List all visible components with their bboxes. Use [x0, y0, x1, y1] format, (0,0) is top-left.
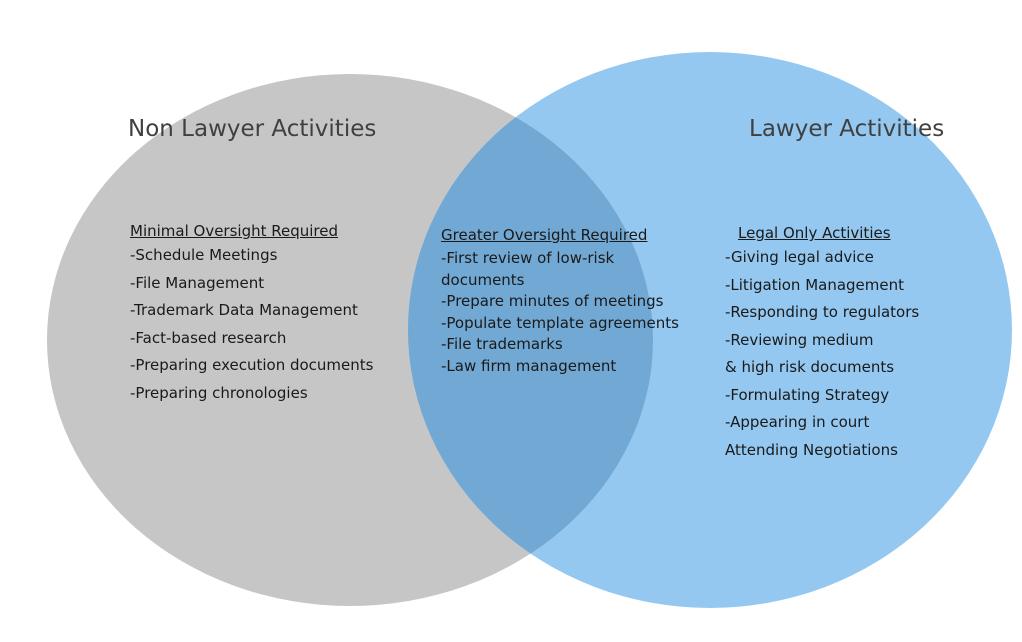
list-item: -Reviewing medium: [725, 330, 874, 349]
list-item: -Giving legal advice: [725, 248, 874, 266]
list-item: -Prepare minutes of meetings: [441, 292, 664, 310]
list-item: -Preparing chronologies: [130, 383, 308, 402]
legal-only-heading: Legal Only Activities: [738, 224, 891, 242]
lawyer-title: Lawyer Activities: [749, 116, 945, 142]
non-lawyer-activity-list: -Schedule Meetings -File Management -Tra…: [130, 247, 390, 412]
greater-oversight-heading: Greater Oversight Required: [441, 226, 648, 244]
list-item: -Law firm management: [441, 356, 617, 375]
list-item: -Trademark Data Management: [130, 301, 358, 319]
shared-activity-list: -First review of low-risk documents -Pre…: [441, 248, 691, 377]
minimal-oversight-heading: Minimal Oversight Required: [130, 222, 339, 240]
overlap-region: [408, 74, 653, 606]
list-item: -Appearing in court: [725, 413, 870, 431]
list-item: -Fact-based research: [130, 328, 287, 347]
shared-activities-group: Greater Oversight Required -First review…: [441, 226, 691, 377]
list-item: -Litigation Management: [725, 275, 905, 294]
list-item: -First review of low-risk documents: [441, 249, 615, 289]
list-item: -Preparing execution documents: [130, 356, 374, 374]
lawyer-activities-group: Legal Only Activities -Giving legal advi…: [725, 224, 985, 469]
non-lawyer-activities-group: Minimal Oversight Required -Schedule Mee…: [130, 222, 390, 412]
lawyer-activity-list: -Giving legal advice -Litigation Managem…: [725, 249, 985, 469]
list-item: & high risk documents: [725, 358, 895, 376]
list-item: -File Management: [130, 273, 265, 292]
list-item: -Formulating Strategy: [725, 385, 890, 404]
non-lawyer-title: Non Lawyer Activities: [128, 116, 377, 142]
list-item: -Populate template agreements: [441, 313, 679, 332]
list-item: -Responding to regulators: [725, 303, 920, 321]
list-item: -Schedule Meetings: [130, 246, 278, 264]
list-item: -File trademarks: [441, 335, 563, 353]
list-item: Attending Negotiations: [725, 440, 898, 459]
